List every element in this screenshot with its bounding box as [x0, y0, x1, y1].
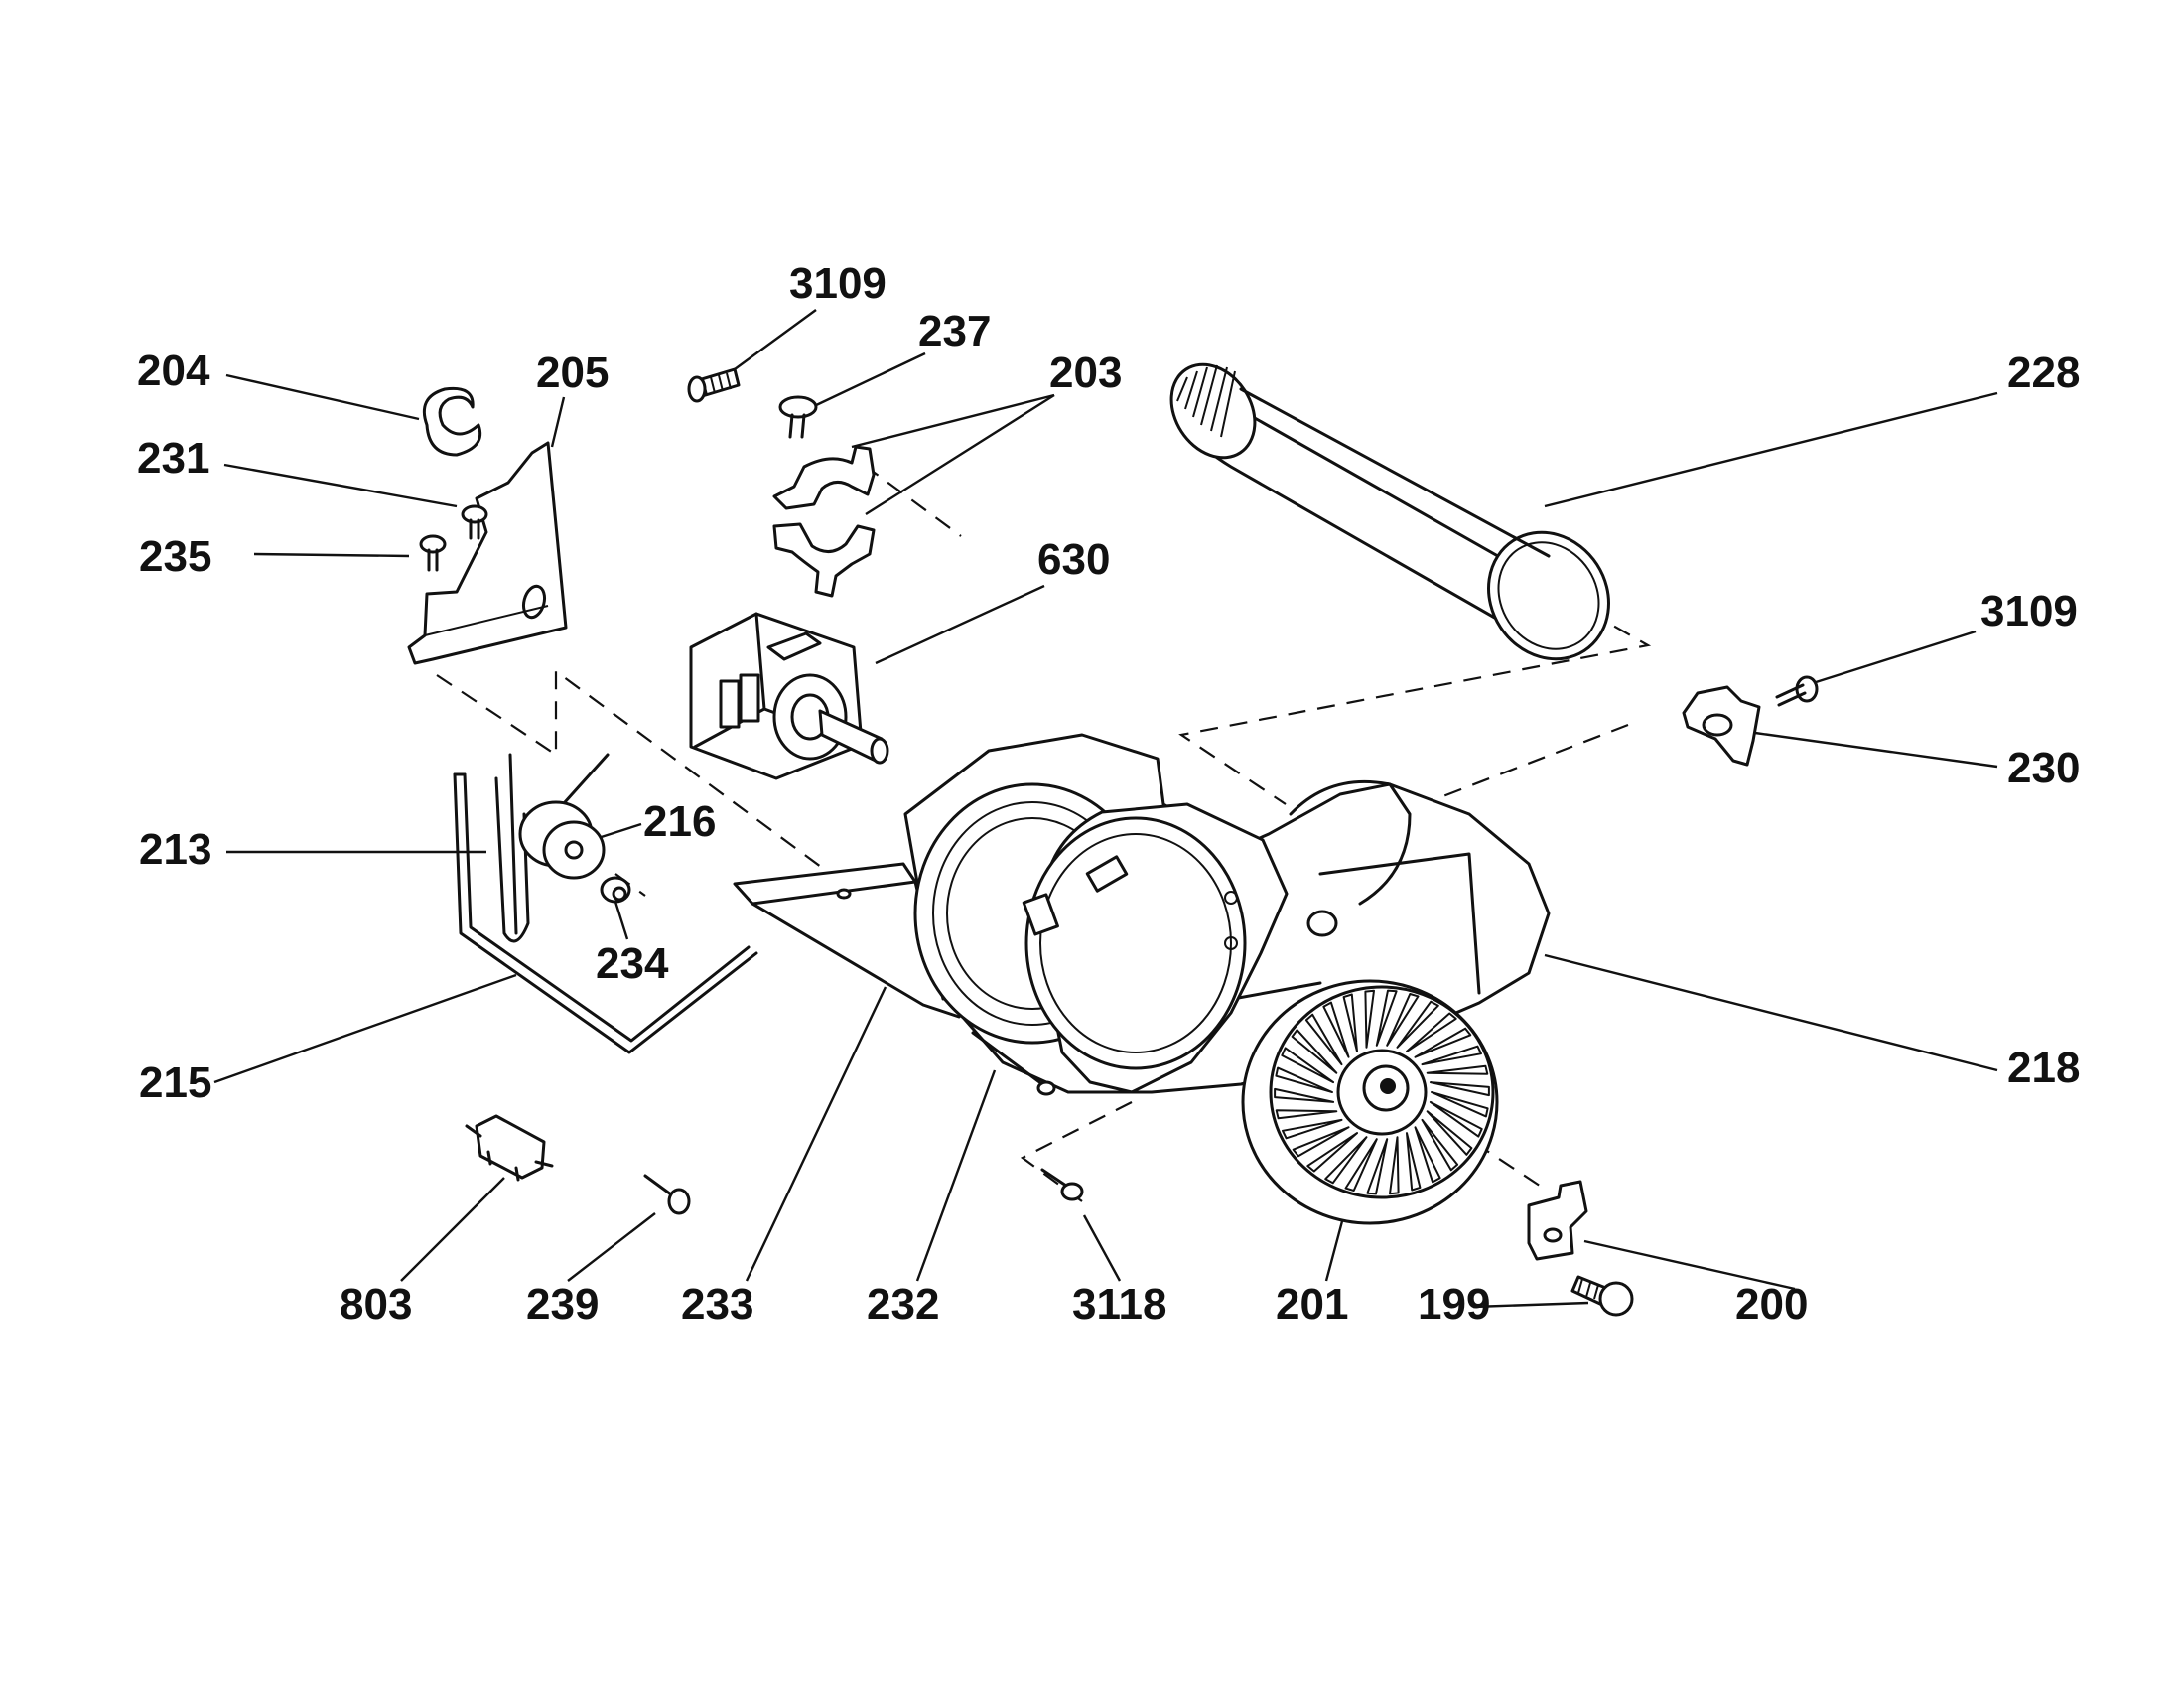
nut-234: [600, 876, 631, 904]
label-803: 803: [340, 1280, 412, 1329]
label-3109-top: 3109: [789, 259, 887, 308]
label-235: 235: [139, 532, 211, 581]
wheel-fin: [1306, 1132, 1358, 1173]
wheel-fin: [1375, 989, 1398, 1047]
wheel-fin: [1324, 1136, 1368, 1185]
label-228: 228: [2007, 349, 2080, 397]
wheel-fin: [1431, 1091, 1489, 1118]
wheel-fin: [1414, 1126, 1441, 1184]
label-230: 230: [2007, 744, 2080, 792]
pulley-216: [518, 800, 606, 880]
screw-3118: [1040, 1168, 1084, 1201]
wheel-fin: [1322, 1001, 1350, 1058]
blower-front-ring: [1022, 802, 1289, 1094]
wheel-fin: [1275, 1109, 1338, 1120]
label-234: 234: [596, 939, 669, 988]
wheel-fin: [1396, 1000, 1439, 1049]
wheel-fin: [1426, 1110, 1473, 1156]
label-215: 215: [139, 1058, 211, 1107]
label-199: 199: [1418, 1280, 1490, 1329]
bolt-199: [1570, 1275, 1634, 1317]
idler-bracket-230: [1682, 675, 1819, 767]
motor-630: [689, 612, 889, 780]
label-213: 213: [139, 825, 211, 874]
label-232: 232: [867, 1280, 939, 1329]
wheel-fin: [1281, 1047, 1335, 1084]
label-237: 237: [918, 307, 991, 355]
wheel-fin: [1386, 993, 1420, 1047]
screws-231-235: [419, 504, 488, 572]
wheel-fin: [1282, 1118, 1343, 1140]
wheel-fin: [1414, 1027, 1472, 1058]
screw-237: [778, 395, 818, 439]
label-3118: 3118: [1072, 1280, 1166, 1329]
label-201: 201: [1276, 1280, 1348, 1329]
wheel-fin: [1421, 1045, 1482, 1066]
wheel-fin: [1406, 1012, 1457, 1052]
label-218: 218: [2007, 1044, 2080, 1092]
wheel-fin: [1366, 1138, 1389, 1195]
wheel-fin: [1364, 989, 1375, 1049]
label-205: 205: [536, 349, 609, 397]
wheel-fin: [1389, 1136, 1400, 1195]
clip-204: [422, 386, 482, 457]
wheel-fin: [1275, 1066, 1333, 1093]
screw-239: [643, 1174, 691, 1215]
label-204: 204: [137, 347, 210, 395]
label-203: 203: [1049, 349, 1122, 397]
label-3109-right: 3109: [1980, 587, 2078, 635]
wheel-fin: [1421, 1118, 1459, 1172]
wheel-fin: [1429, 1081, 1490, 1097]
label-231: 231: [137, 434, 209, 483]
label-200: 200: [1735, 1280, 1808, 1329]
label-630: 630: [1037, 535, 1110, 584]
spring-rod-215: [453, 772, 758, 1054]
label-216: 216: [643, 797, 716, 846]
wheel-fin: [1406, 1132, 1422, 1192]
wheel-fin: [1304, 1013, 1343, 1066]
part-labels: 3109 237 203 228 204 205 231 235 630 310…: [137, 259, 2080, 1329]
label-233: 233: [681, 1280, 753, 1329]
wheel-fin: [1292, 1126, 1350, 1158]
label-239: 239: [526, 1280, 599, 1329]
leader-lines: [213, 309, 1998, 1309]
clamp-203: [772, 445, 876, 598]
blower-wheel-201: [1241, 979, 1499, 1225]
screw-3109-top: [687, 367, 741, 403]
bracket-200: [1527, 1180, 1588, 1261]
wheel-fin: [1344, 1138, 1378, 1192]
wheel-fin: [1274, 1087, 1335, 1103]
wheel-fin: [1429, 1100, 1483, 1138]
wheel-fin: [1426, 1064, 1489, 1075]
bracket-205: [407, 441, 568, 665]
duct-tube-228: [1169, 362, 1610, 661]
screw-232: [971, 1031, 1056, 1096]
wheel-fin: [1342, 993, 1358, 1052]
switch-803: [465, 1114, 554, 1182]
wheel-fin: [1291, 1029, 1338, 1074]
